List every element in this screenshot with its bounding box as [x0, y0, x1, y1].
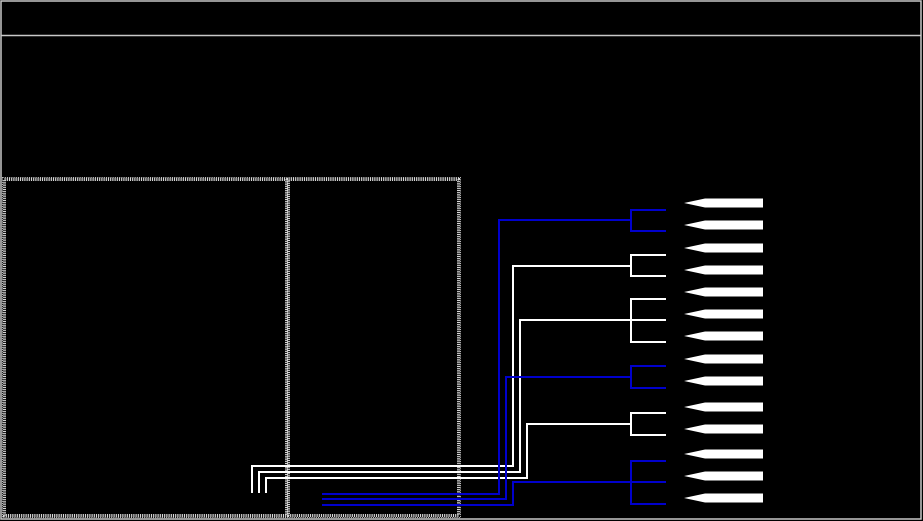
connector-tab-13 — [684, 471, 763, 481]
blue-wires — [322, 209, 666, 506]
connector-tab-4 — [684, 265, 763, 275]
connector-tab-11 — [684, 424, 763, 434]
white-wire-3 — [258, 298, 666, 493]
connector-tab-10 — [684, 402, 763, 412]
connector-tab-9 — [684, 376, 763, 386]
blue-wire-5 — [322, 460, 666, 506]
connector-tab-12 — [684, 449, 763, 459]
white-wire-7 — [630, 424, 666, 436]
white-wire-6 — [265, 412, 666, 493]
blue-wire-2 — [630, 220, 666, 232]
connector-tab-5 — [684, 287, 763, 297]
white-wires — [251, 254, 666, 493]
white-wire-2 — [630, 266, 666, 277]
connector-tab-1 — [684, 198, 763, 208]
connector-tabs — [684, 198, 763, 503]
connector-tab-8 — [684, 354, 763, 364]
panel-group-frame — [2, 177, 461, 518]
connector-tab-2 — [684, 220, 763, 230]
connector-tab-6 — [684, 309, 763, 319]
blue-wire-3 — [322, 365, 666, 500]
blue-wire-4 — [630, 377, 666, 389]
white-wire-1 — [251, 254, 666, 493]
connector-tab-14 — [684, 493, 763, 503]
left-panel — [3, 178, 288, 517]
blue-wire-1 — [322, 209, 666, 495]
connector-tab-3 — [684, 243, 763, 253]
blue-wire-7 — [630, 482, 666, 505]
connector-tab-7 — [684, 331, 763, 341]
white-wire-5 — [630, 320, 666, 343]
